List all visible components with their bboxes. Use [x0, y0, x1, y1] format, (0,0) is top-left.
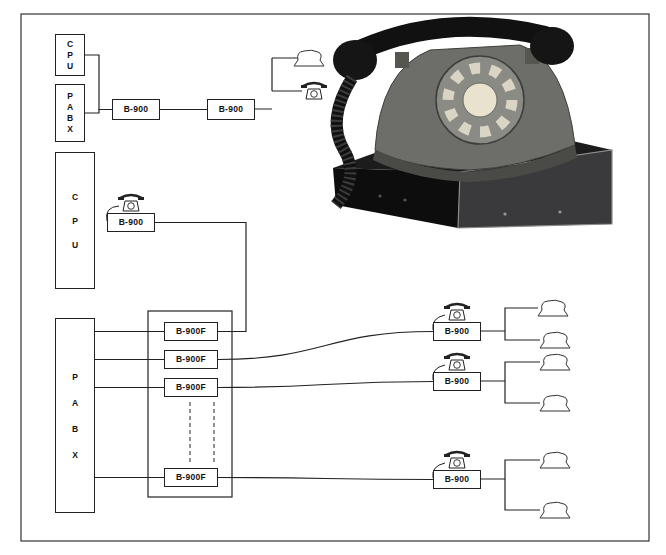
modem-unit: B-900 — [207, 99, 255, 120]
telephone-symbol — [444, 452, 470, 468]
box-label: CPU — [66, 39, 75, 72]
box-label: B-900 — [119, 217, 144, 227]
rack-unit: B-900F — [164, 322, 218, 341]
pabx-box: PABX — [55, 318, 95, 513]
screw — [503, 212, 506, 215]
wire — [478, 362, 540, 403]
screw — [378, 194, 381, 197]
box-label: B-900 — [445, 376, 470, 386]
box-label: B-900 — [445, 474, 470, 484]
connector-line — [218, 478, 433, 480]
handset — [360, 27, 545, 50]
box-label: PABX — [71, 364, 80, 468]
cpu-box: CPU — [55, 152, 95, 289]
modem-unit: B-900 — [107, 213, 155, 232]
terminal-symbol — [540, 332, 570, 348]
modem-unit: B-900 — [433, 372, 481, 391]
box-label: CPU — [71, 185, 80, 257]
handset-end — [333, 40, 377, 80]
screw — [403, 198, 406, 201]
telephone-symbol — [444, 354, 470, 370]
connector-line — [95, 387, 164, 388]
box-label: B-900 — [124, 104, 149, 114]
screw — [558, 210, 561, 213]
phone-base — [373, 145, 577, 182]
rack-unit: B-900F — [164, 468, 218, 487]
connector-line — [95, 331, 164, 332]
terminal-symbol — [294, 50, 324, 66]
connector-line — [85, 55, 112, 110]
rack-unit: B-900F — [164, 378, 218, 397]
connector-line — [155, 223, 246, 332]
box-label: B-900F — [176, 382, 206, 392]
rack-unit: B-900F — [164, 350, 218, 369]
box-label: B-900F — [176, 326, 206, 336]
dial-centre — [463, 83, 497, 117]
modem-unit: B-900 — [433, 322, 481, 341]
modem-unit: B-900 — [433, 470, 481, 489]
telephone-symbol — [444, 304, 470, 320]
connector-line — [218, 332, 433, 360]
connector-line — [95, 477, 164, 478]
dial — [436, 56, 524, 144]
modem-unit: B-900 — [112, 99, 160, 120]
dial-holes — [448, 68, 512, 132]
wire — [478, 460, 540, 510]
connector-line — [85, 110, 112, 114]
box-label: B-900 — [219, 104, 244, 114]
box-label: B-900 — [445, 326, 470, 336]
connector-line — [218, 382, 433, 388]
box-label: B-900F — [176, 354, 206, 364]
telephone-symbol — [118, 195, 144, 211]
telephone-symbol — [301, 83, 327, 99]
coiled-cord — [336, 78, 352, 205]
frame — [21, 14, 649, 541]
cradle — [395, 52, 409, 68]
coiled-cord — [336, 78, 352, 205]
connector-line — [160, 109, 207, 110]
dashed-line — [190, 402, 191, 463]
terminal-symbol — [540, 502, 570, 518]
terminal-symbol — [540, 395, 570, 411]
box-label: B-900F — [176, 472, 206, 482]
cpu-box: CPU — [55, 34, 85, 76]
pabx-box: PABX — [55, 84, 85, 142]
terminal-symbol — [540, 452, 570, 468]
terminal-symbol — [540, 354, 570, 370]
terminal-symbol — [538, 300, 568, 316]
dashed-line — [214, 402, 215, 463]
rack-outline — [148, 311, 232, 497]
wire — [478, 308, 540, 340]
handset-end — [530, 27, 574, 65]
box-label: PABX — [66, 91, 75, 135]
connector-line — [95, 359, 164, 360]
